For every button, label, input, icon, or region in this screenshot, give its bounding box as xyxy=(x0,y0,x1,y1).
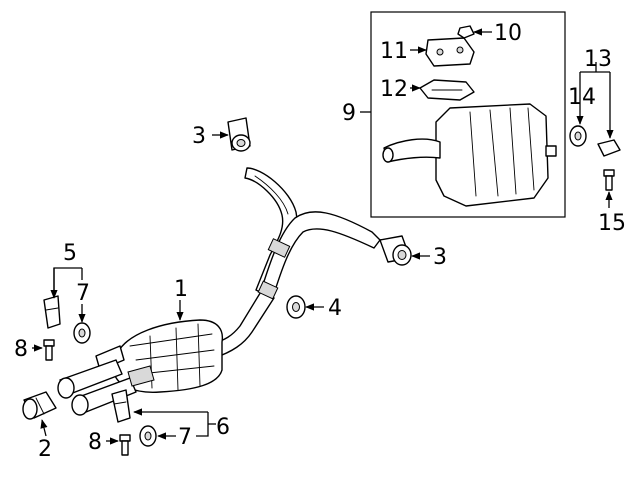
nut-part-10 xyxy=(457,25,475,39)
callout-3-lower: 3 xyxy=(433,245,447,270)
callout-4: 4 xyxy=(328,296,342,321)
front-y-pipe xyxy=(211,167,381,359)
callout-12: 12 xyxy=(380,77,408,102)
bolt-part-8-upper xyxy=(43,339,55,361)
callout-5: 5 xyxy=(63,241,77,266)
clamp-part-3-lower xyxy=(379,235,412,266)
bolt-part-15 xyxy=(603,169,615,191)
callout-1: 1 xyxy=(174,277,188,302)
callout-11: 11 xyxy=(380,39,408,64)
callout-7-upper: 7 xyxy=(76,281,90,306)
callout-10: 10 xyxy=(494,21,522,46)
actuator-part-11 xyxy=(425,37,475,67)
callout-6: 6 xyxy=(216,415,230,440)
bracket-part-5 xyxy=(43,295,61,329)
clamp-part-3-upper xyxy=(227,117,251,152)
callout-8-lower: 8 xyxy=(88,430,102,455)
callout-numbers: 1 2 3 3 4 5 6 7 7 8 8 9 10 11 12 13 14 1… xyxy=(14,21,626,462)
insulator-part-7-upper xyxy=(73,322,91,344)
callout-15: 15 xyxy=(598,211,626,236)
leader-lines xyxy=(32,28,614,445)
callout-9: 9 xyxy=(342,101,356,126)
callout-7-lower: 7 xyxy=(178,425,192,450)
clip-part-13 xyxy=(597,139,621,157)
inset-frame xyxy=(370,11,566,218)
insulator-part-4 xyxy=(286,295,306,319)
clamp-part-2 xyxy=(22,391,57,420)
callout-2: 2 xyxy=(38,437,52,462)
muffler-inset xyxy=(370,11,566,218)
callout-13: 13 xyxy=(584,47,612,72)
callout-3-upper: 3 xyxy=(192,124,206,149)
insulator-part-14 xyxy=(569,125,587,147)
insulator-part-7-lower xyxy=(139,425,157,447)
bolt-part-8-lower xyxy=(119,434,131,456)
callout-8-upper: 8 xyxy=(14,337,28,362)
catalytic-converter xyxy=(57,319,224,416)
callout-14: 14 xyxy=(568,85,596,110)
bracket-part-6 xyxy=(111,389,131,423)
